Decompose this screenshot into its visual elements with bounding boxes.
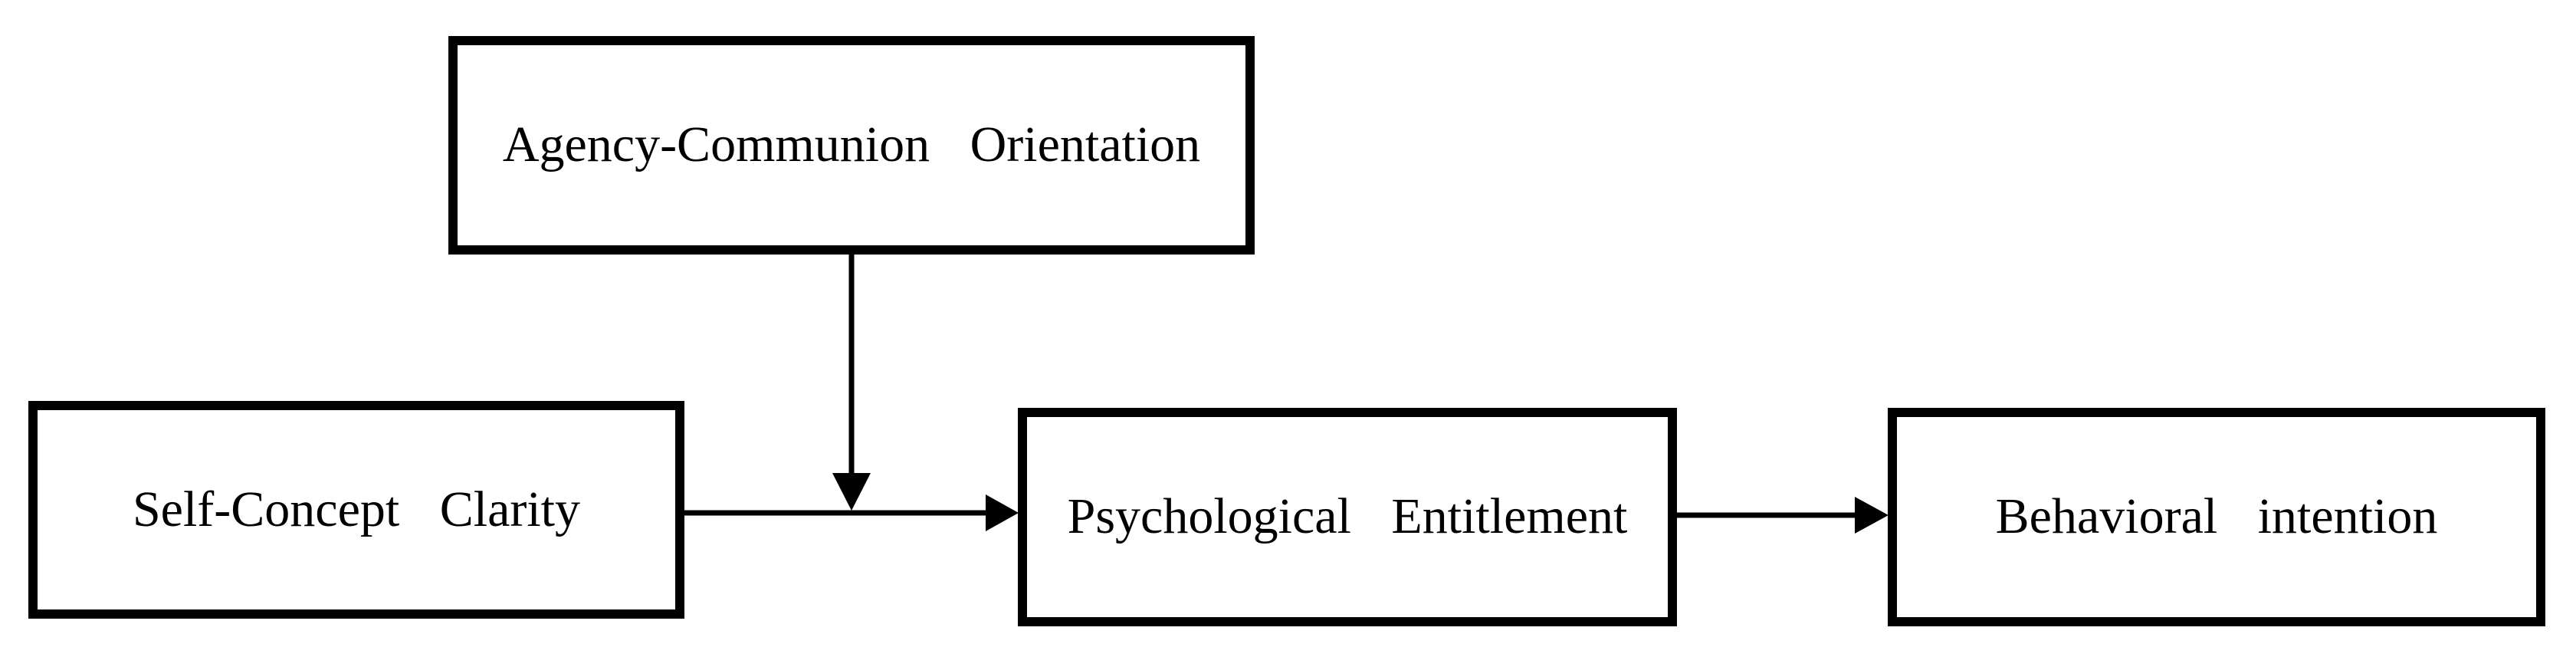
- node-behavioral-intention: Behavioral intention: [1888, 408, 2545, 626]
- node-behavioral-intention-label: Behavioral intention: [1995, 488, 2438, 545]
- node-psychological-entitlement: Psychological Entitlement: [1018, 408, 1677, 626]
- node-agency-communion-orientation: Agency-Communion Orientation: [448, 36, 1255, 255]
- edge-selfconcept-to-entitlement: [684, 494, 1019, 531]
- arrowhead-right-icon: [986, 494, 1019, 531]
- arrowhead-down-icon: [832, 473, 871, 511]
- node-self-concept-clarity-label: Self-Concept Clarity: [132, 481, 581, 537]
- edge-agency-to-path: [832, 255, 871, 511]
- edge-entitlement-to-behavioral: [1677, 497, 1889, 534]
- node-self-concept-clarity: Self-Concept Clarity: [28, 401, 684, 619]
- node-psychological-entitlement-label: Psychological Entitlement: [1067, 488, 1628, 545]
- node-agency-communion-orientation-label: Agency-Communion Orientation: [502, 117, 1201, 173]
- arrowhead-right-icon: [1855, 497, 1889, 534]
